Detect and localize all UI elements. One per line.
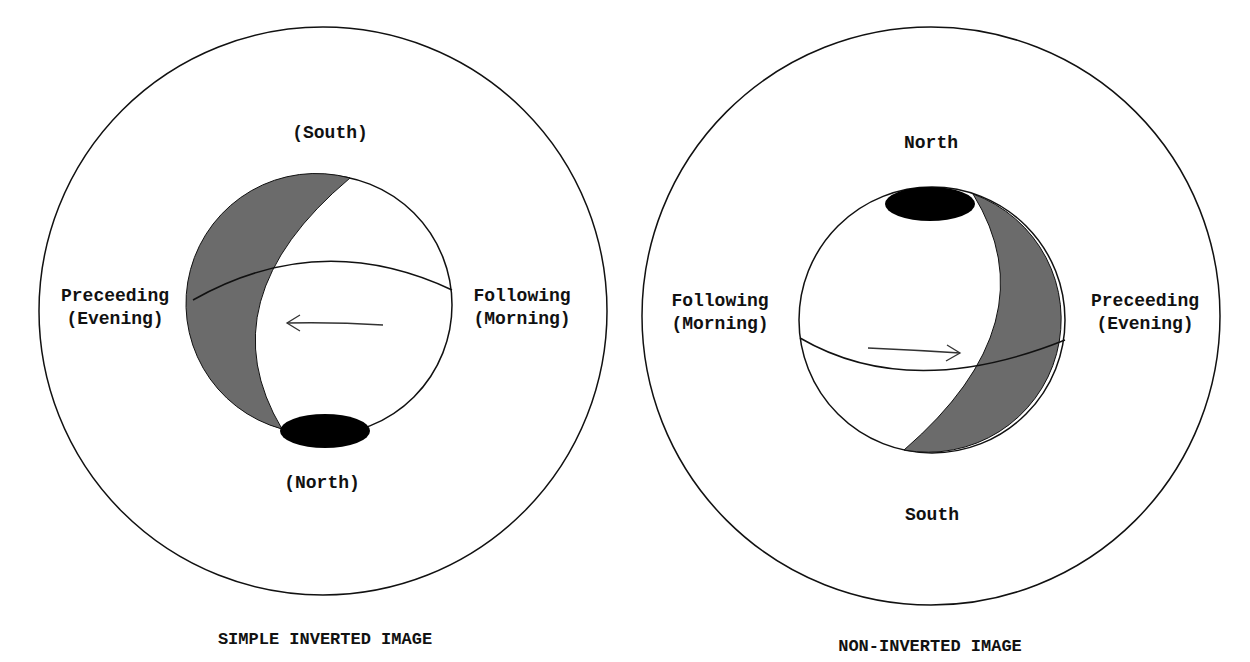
planet-disc	[799, 187, 1065, 453]
polar-cap	[885, 187, 975, 221]
planet-inverted	[186, 173, 452, 448]
side-label: Preceeding (Evening)	[1086, 290, 1205, 335]
image-caption: NON-INVERTED IMAGE	[838, 636, 1022, 657]
direction-label: (North)	[284, 472, 360, 495]
side-label: Preceeding (Evening)	[56, 285, 175, 330]
telescope-field: NorthFollowing (Morning) Preceeding (Even…	[641, 26, 1221, 606]
shadow-crescent	[904, 194, 1061, 452]
telescope-field: (South) Preceeding (Evening) Following (Mo…	[38, 26, 608, 596]
rotation-arrow	[287, 323, 383, 325]
equator-line	[193, 261, 452, 300]
shadow-crescent	[186, 173, 350, 429]
equator-line	[800, 338, 1065, 371]
planet-non-inverted	[799, 187, 1065, 453]
arrow-head	[287, 315, 300, 331]
arrow-head	[946, 345, 960, 361]
side-label: Following (Morning)	[463, 285, 582, 330]
field-circle	[642, 27, 1220, 605]
side-label: Following (Morning)	[661, 290, 780, 335]
rotation-arrow	[868, 348, 960, 353]
polar-cap	[280, 414, 370, 448]
direction-label: South	[905, 504, 959, 527]
direction-label: North	[904, 132, 958, 155]
image-caption: SIMPLE INVERTED IMAGE	[218, 629, 432, 650]
field-circle	[39, 27, 607, 595]
direction-label: (South)	[292, 122, 368, 145]
